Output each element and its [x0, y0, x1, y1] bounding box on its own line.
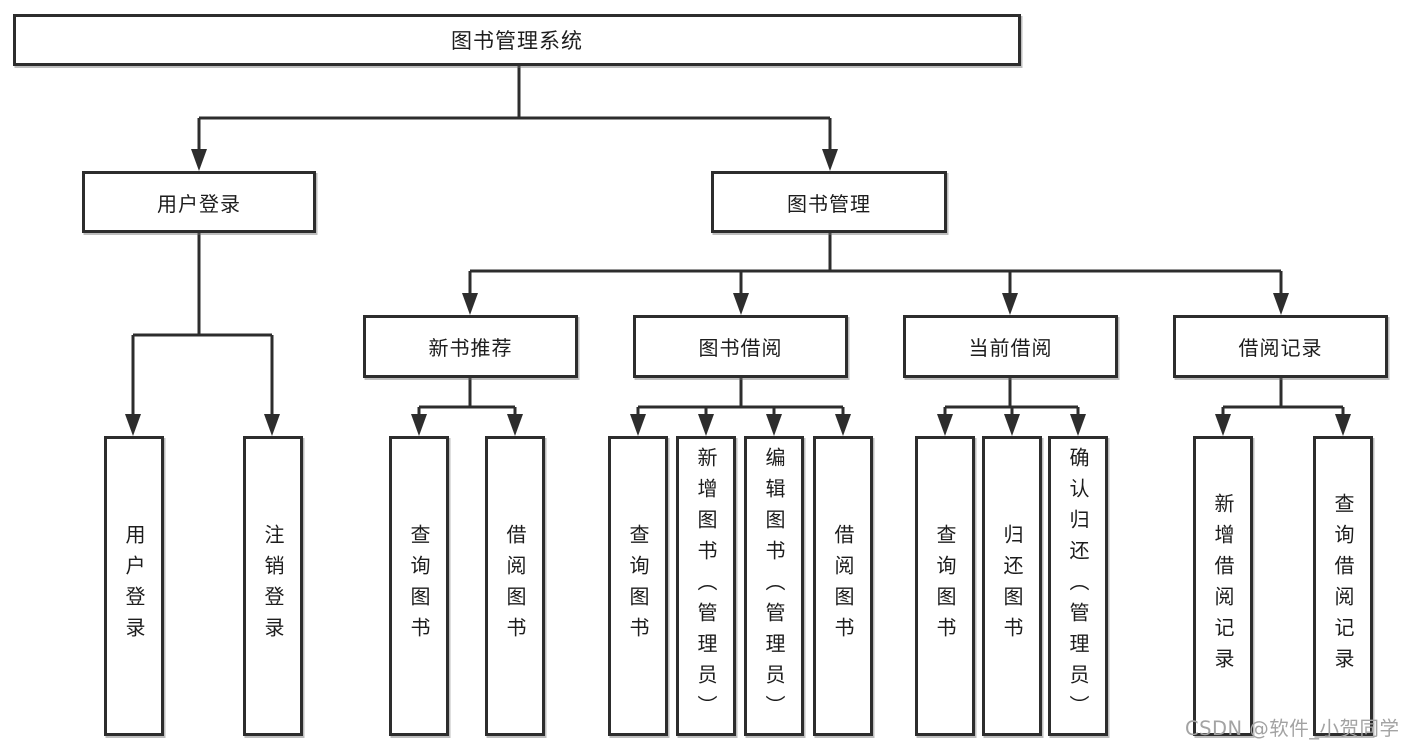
node-label: 注销登录	[261, 524, 285, 648]
node-label: 借阅记录	[1238, 336, 1323, 360]
node-label: 编辑图书（管理员）	[762, 446, 786, 726]
leaf-add-borrow-record: 新增借阅记录	[1193, 436, 1253, 736]
leaf-query-books-current: 查询图书	[915, 436, 975, 736]
node-label: 图书管理	[787, 191, 871, 216]
node-label: 查询图书	[407, 524, 431, 648]
node-label: 确认归还（管理员）	[1066, 446, 1090, 726]
leaf-return-books: 归还图书	[982, 436, 1042, 736]
connector-book-borrowing-to-leaves	[630, 378, 851, 436]
node-label: 查询图书	[933, 524, 957, 648]
node-label: 当前借阅	[968, 336, 1053, 360]
connector-borrowing-records-to-leaves	[1215, 378, 1351, 436]
node-label: 用户登录	[122, 524, 146, 648]
node-current-borrowing: 当前借阅	[903, 315, 1118, 378]
node-label: 借阅图书	[503, 524, 527, 648]
node-book-management: 图书管理	[711, 171, 947, 233]
connector-root-to-level2	[191, 66, 838, 171]
node-label: 查询借阅记录	[1331, 493, 1355, 679]
node-label: 查询图书	[626, 524, 650, 648]
node-label: 归还图书	[1000, 524, 1024, 648]
leaf-user-login: 用户登录	[104, 436, 164, 736]
node-label: 新增图书（管理员）	[694, 446, 718, 726]
node-library-system: 图书管理系统	[13, 14, 1021, 66]
leaf-borrow-books-recommend: 借阅图书	[485, 436, 545, 736]
connector-user-login-to-leaves	[125, 233, 280, 436]
leaf-edit-books-admin: 编辑图书（管理员）	[744, 436, 804, 736]
leaf-borrow-books-borrowing: 借阅图书	[813, 436, 873, 736]
connector-current-borrowing-to-leaves	[937, 378, 1086, 436]
leaf-logout: 注销登录	[243, 436, 303, 736]
leaf-query-books-recommend: 查询图书	[389, 436, 449, 736]
leaf-add-books-admin: 新增图书（管理员）	[676, 436, 736, 736]
node-book-borrowing: 图书借阅	[633, 315, 848, 378]
node-label: 借阅图书	[831, 524, 855, 648]
connector-new-book-recommend-to-leaves	[411, 378, 523, 436]
node-label: 图书借阅	[698, 336, 783, 360]
node-borrowing-records: 借阅记录	[1173, 315, 1388, 378]
leaf-confirm-return-admin: 确认归还（管理员）	[1048, 436, 1108, 736]
node-label: 图书管理系统	[451, 29, 583, 53]
csdn-watermark: CSDN @软件_小贺同学	[1185, 717, 1400, 740]
node-label: 用户登录	[157, 191, 241, 216]
leaf-query-borrow-record: 查询借阅记录	[1313, 436, 1373, 736]
connector-book-management-to-level3	[462, 233, 1289, 315]
node-label: 新书推荐	[428, 336, 513, 360]
node-user-login: 用户登录	[82, 171, 316, 233]
node-label: 新增借阅记录	[1211, 493, 1235, 679]
node-new-book-recommend: 新书推荐	[363, 315, 578, 378]
leaf-query-books-borrowing: 查询图书	[608, 436, 668, 736]
